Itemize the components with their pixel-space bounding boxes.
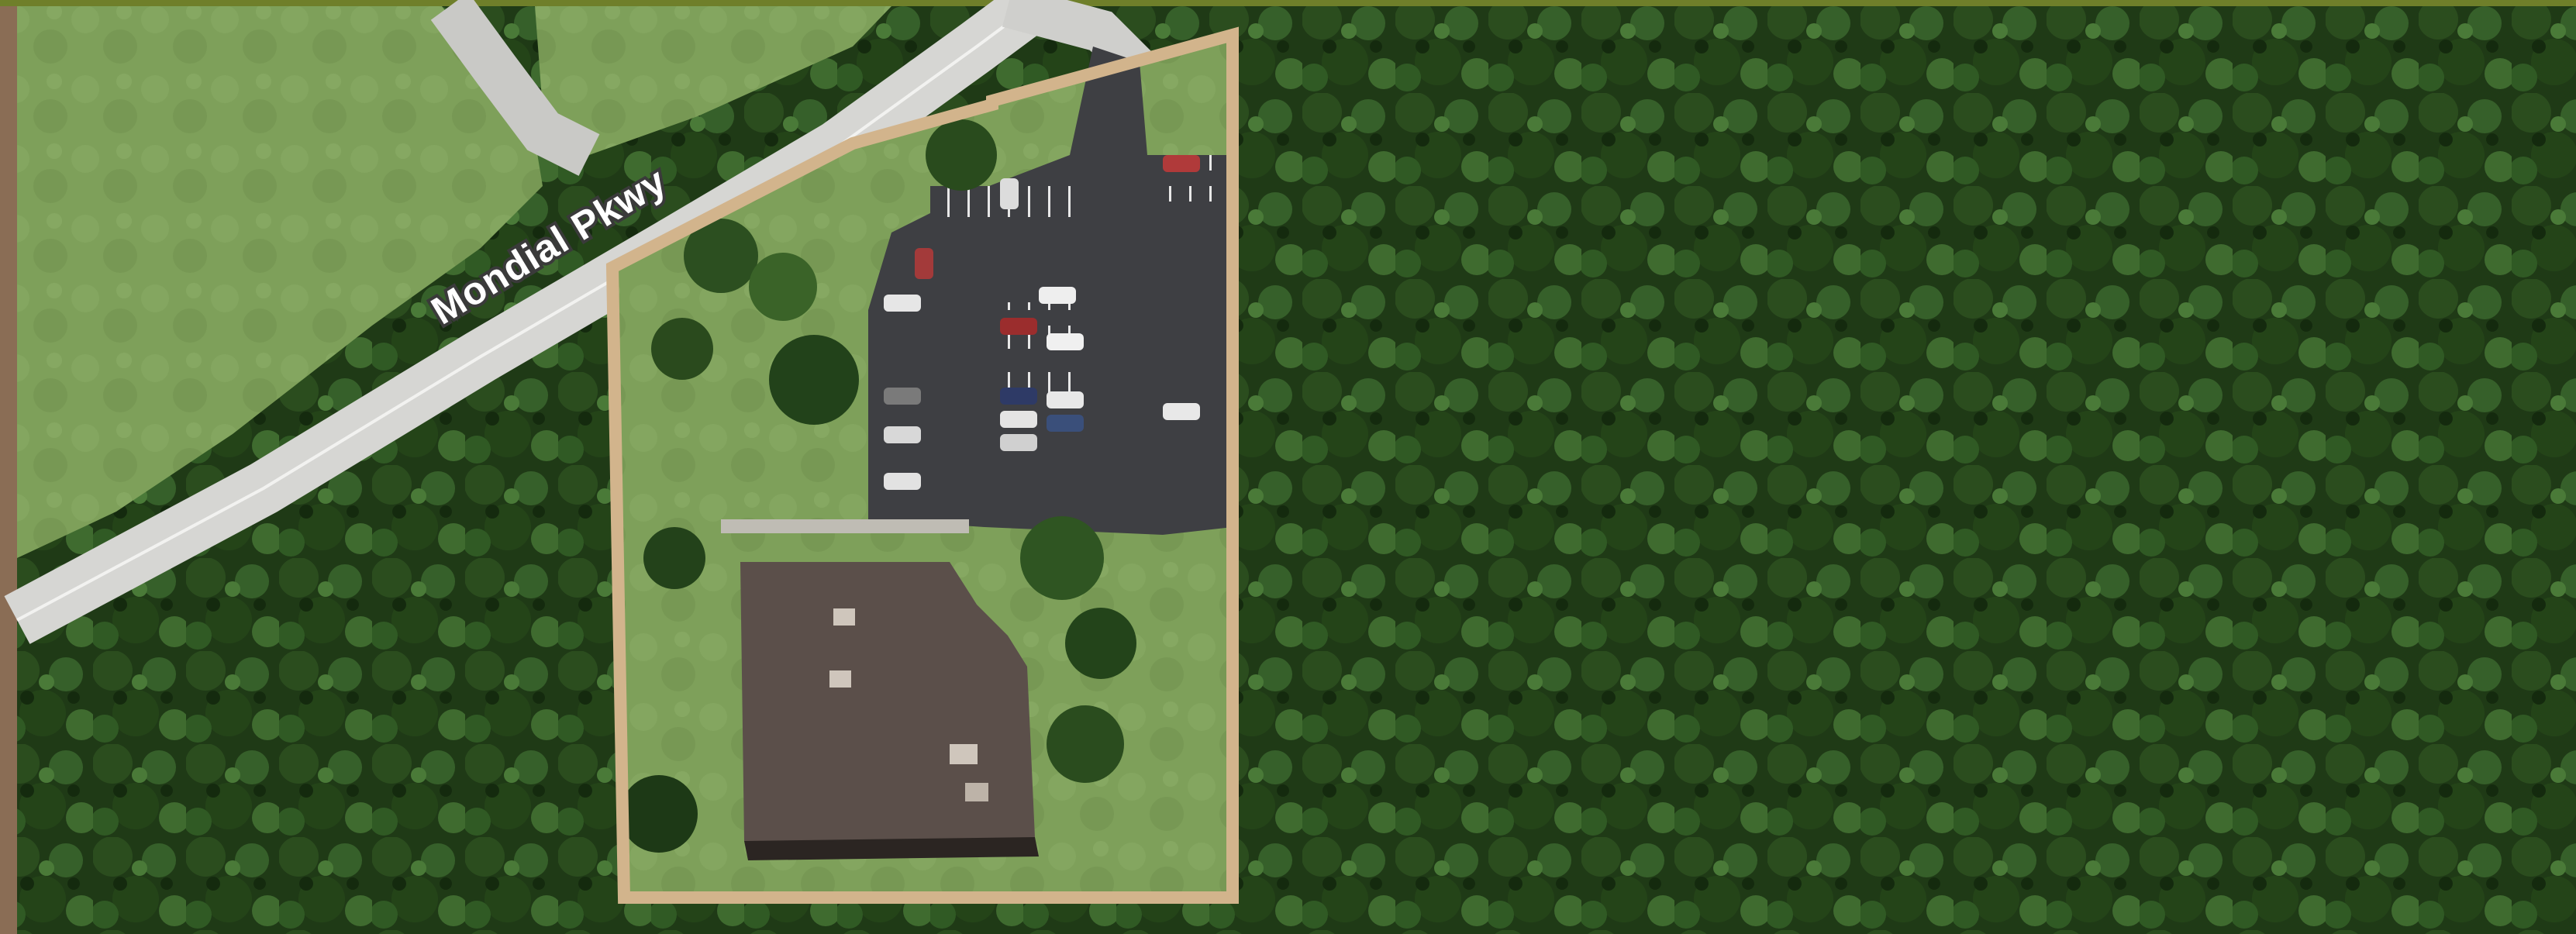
driveway: [1002, 0, 1155, 85]
rooftop-units: [829, 608, 988, 801]
lawn-area: [17, 6, 543, 558]
side-road: [430, 0, 600, 176]
map-frame-top: [0, 0, 2576, 6]
building-roof: [740, 562, 1035, 845]
building-shadow: [744, 837, 1039, 860]
parked-cars: [884, 155, 1200, 490]
walkway: [721, 519, 969, 533]
property-boundary: [605, 26, 1239, 904]
grounds-trees: [620, 119, 1136, 853]
map-frame-left: [0, 0, 17, 934]
lawn-area-top: [535, 6, 891, 155]
